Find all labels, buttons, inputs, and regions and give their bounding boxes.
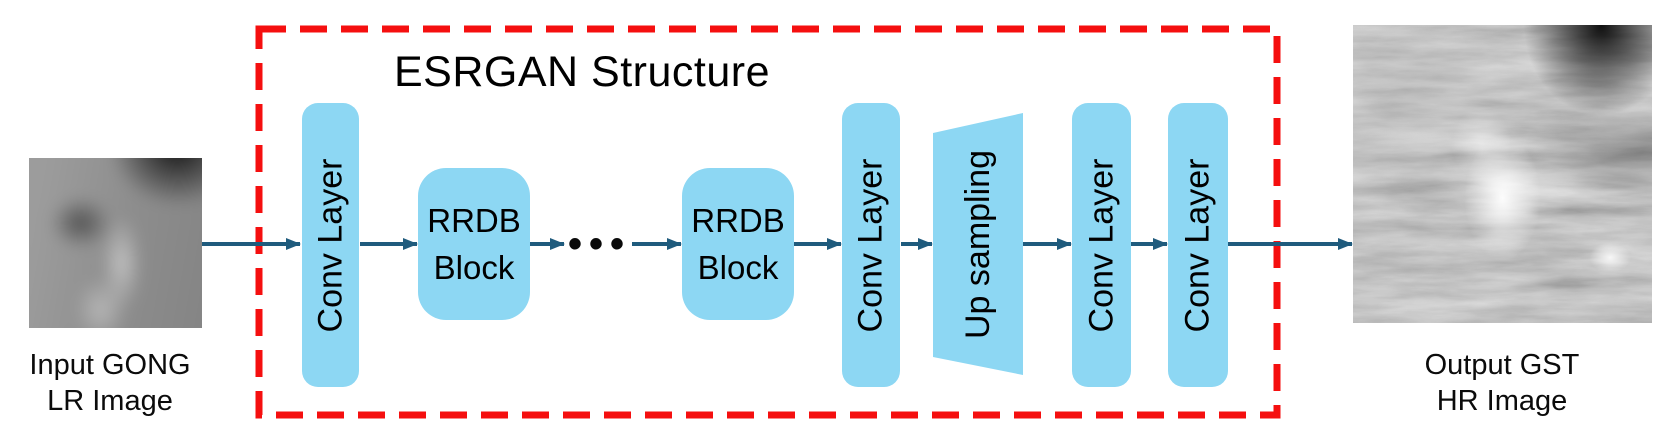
output-hr-image (1353, 25, 1652, 323)
repeated-blocks-ellipsis: ••• (568, 222, 632, 266)
input-lr-image-texture (29, 158, 202, 328)
conv-layer-1-block: Conv Layer (302, 103, 359, 387)
output-caption-line2: HR Image (1436, 385, 1568, 417)
up-sampling-block: Up sampling (933, 113, 1023, 375)
input-lr-image (29, 158, 202, 328)
output-hr-image-shading (1353, 25, 1652, 323)
rrdb-block-2: RRDB Block (682, 168, 794, 320)
conv-layer-4-label: Conv Layer (1178, 158, 1217, 332)
conv-layer-2-block: Conv Layer (842, 103, 900, 387)
dashed-border-rect (255, 25, 1281, 419)
input-caption-line1: Input GONG (29, 349, 191, 381)
output-image-caption: Output GST HR Image (1377, 347, 1627, 419)
conv-layer-3-label: Conv Layer (1082, 158, 1120, 332)
conv-layer-1-label: Conv Layer (311, 158, 349, 332)
output-caption-line1: Output GST (1424, 349, 1580, 381)
rrdb-block-2-label: RRDB Block (691, 202, 785, 286)
input-image-caption: Input GONG LR Image (4, 347, 216, 419)
conv-layer-2-label: Conv Layer (851, 158, 890, 332)
input-caption-line2: LR Image (47, 385, 173, 417)
esrgan-boundary-box (255, 25, 1281, 419)
conv-layer-3-block: Conv Layer (1072, 103, 1131, 387)
conv-layer-4-block: Conv Layer (1168, 103, 1228, 387)
diagram-title: ESRGAN Structure (394, 48, 770, 96)
rrdb-block-1: RRDB Block (418, 168, 530, 320)
up-sampling-label: Up sampling (958, 149, 997, 339)
rrdb-block-1-label: RRDB Block (427, 202, 521, 286)
